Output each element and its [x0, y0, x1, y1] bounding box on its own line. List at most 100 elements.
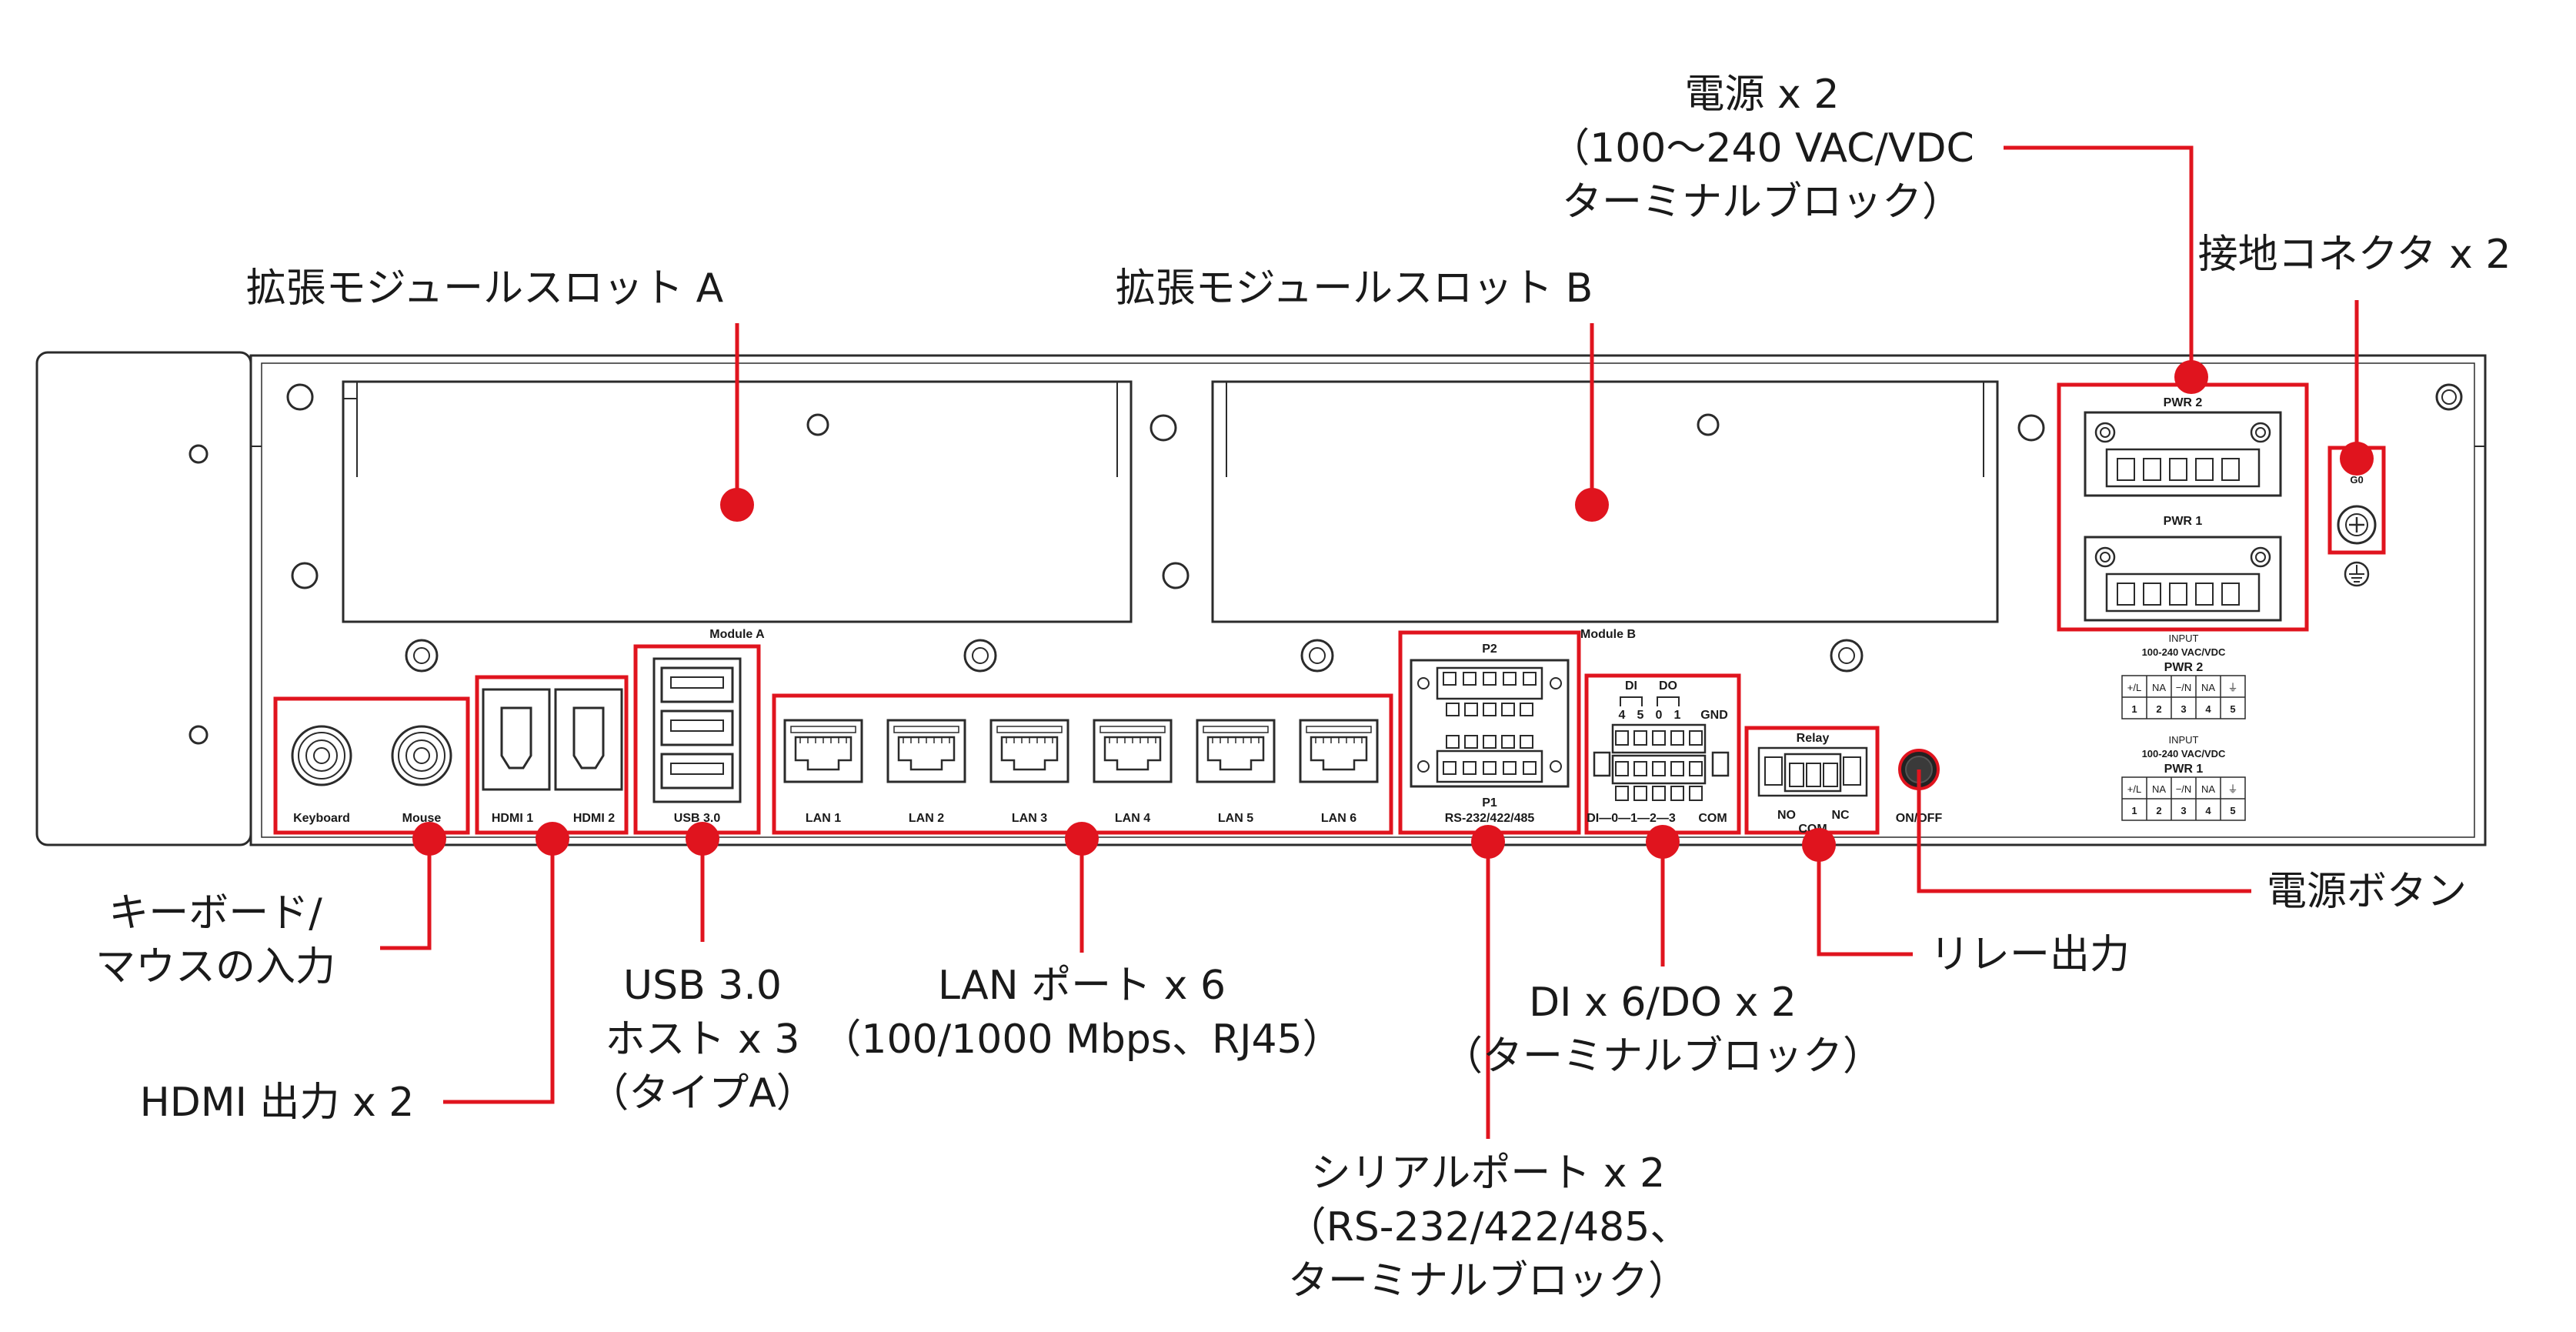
callout-usb-line1: USB 3.0	[623, 963, 782, 1009]
pwr2-pin-table: INPUT 100-240 VAC/VDC PWR 2 +/L NA −/N N…	[2121, 633, 2246, 719]
pin-label: ⏚	[2227, 682, 2237, 693]
gnd-label: GND	[1700, 709, 1728, 722]
marker-dots	[412, 360, 2374, 862]
pwr1-input-label: INPUT	[2169, 734, 2199, 746]
serial-ports: P2 P1 RS-232/422/485	[1398, 630, 1581, 835]
usb-port-1	[660, 666, 734, 703]
mouse-port	[391, 725, 452, 786]
lan-port-2	[886, 719, 966, 783]
callout-hdmi: HDMI 出力 x 2	[140, 1080, 415, 1126]
pin-label: −/N	[2176, 783, 2192, 795]
hdmi-ports: HDMI 1 HDMI 2	[475, 675, 629, 835]
callout-dio-line2: （ターミナルブロック）	[1443, 1033, 1883, 1080]
relay-nc-label: NC	[1831, 809, 1850, 822]
panel-screw	[2017, 414, 2045, 442]
panel-screw	[2435, 383, 2463, 411]
pwr1-table-title: PWR 1	[2164, 763, 2204, 776]
lan-3-label: LAN 3	[1012, 812, 1047, 825]
pin-number: 3	[2181, 703, 2186, 715]
do-label: DO	[1659, 679, 1677, 693]
di-0-3-label: DI—0—1—2—3	[1587, 812, 1676, 825]
front-panel	[249, 354, 2487, 846]
callout-slot-b: 拡張モジュールスロット B	[1116, 265, 1593, 312]
com-label: COM	[1698, 812, 1727, 825]
standoffs	[405, 639, 1864, 673]
lan-ports: LAN 1 LAN 2 LAN 3 LAN 4 LAN 5 LAN 6	[772, 693, 1393, 835]
callout-serial-line2: （RS-232/422/485、	[1286, 1204, 1690, 1250]
p2-label: P2	[1482, 643, 1497, 656]
pin-number: 5	[2230, 805, 2235, 816]
callout-lan-line2: （100/1000 Mbps、RJ45）	[821, 1017, 1342, 1063]
rack-ear	[35, 351, 252, 846]
dio-terminal-top	[1611, 723, 1707, 754]
usb-port-2	[660, 709, 734, 746]
lan-port-3	[989, 719, 1069, 783]
keyboard-label: Keyboard	[293, 812, 350, 825]
ear-screw-hole	[189, 444, 209, 464]
lan-port-6	[1299, 719, 1379, 783]
panel-screw	[1162, 562, 1190, 589]
relay-label: Relay	[1797, 732, 1830, 745]
pwr1-terminal	[2084, 536, 2282, 622]
callout-kbd-line1: キーボード/	[108, 890, 322, 936]
pin-number: 2	[2156, 703, 2161, 715]
panel-screw	[286, 383, 314, 411]
usb-label: USB 3.0	[674, 812, 721, 825]
callout-slot-a: 拡張モジュールスロット A	[246, 265, 724, 312]
usb-ports: USB 3.0	[633, 644, 761, 835]
pwr2-input-label: INPUT	[2169, 633, 2199, 644]
pwr2-terminal	[2084, 411, 2282, 497]
pin-number: 4	[2205, 805, 2211, 816]
pin-label: +/L	[2127, 682, 2141, 693]
lan-5-label: LAN 5	[1218, 812, 1253, 825]
callout-serial-line3: ターミナルブロック）	[1288, 1258, 1688, 1304]
chassis	[35, 351, 2487, 846]
dio-block: DI DO 4 5 0 1 GND DI—0—1—2—3 COM	[1584, 673, 1741, 835]
pin-number: 1	[2131, 805, 2137, 816]
di-label: DI	[1625, 679, 1637, 693]
callout-power-line1: 電源 x 2	[1685, 72, 1840, 118]
pin-number: 1	[2131, 703, 2137, 715]
callout-power-line3: ターミナルブロック）	[1562, 179, 1962, 225]
ear-screw-hole	[189, 725, 209, 745]
lan-1-label: LAN 1	[806, 812, 841, 825]
hdmi-2-port	[572, 706, 605, 769]
lan-port-5	[1196, 719, 1276, 783]
expansion-slot-b: Module B	[1211, 380, 1999, 641]
callout-relay: リレー出力	[1930, 932, 2130, 978]
panel-screw	[1150, 414, 1177, 442]
pin-label: NA	[2201, 783, 2215, 795]
callout-power-button: 電源ボタン	[2267, 869, 2467, 915]
pwr1-pin-table: INPUT 100-240 VAC/VDC PWR 1 +/L NA −/N N…	[2121, 734, 2246, 821]
module-a-label: Module A	[709, 628, 765, 641]
dio-terminal-bottom	[1611, 754, 1707, 801]
pin-label: NA	[2201, 682, 2215, 693]
lan-port-4	[1093, 719, 1173, 783]
ground-symbol-icon	[2344, 561, 2370, 587]
lan-4-label: LAN 4	[1115, 812, 1150, 825]
pwr2-table-title: PWR 2	[2164, 661, 2204, 674]
pin-label: +/L	[2127, 783, 2141, 795]
callout-power-line2: （100〜240 VAC/VDC	[1550, 125, 1974, 172]
callout-lan-line1: LAN ポート x 6	[938, 963, 1226, 1009]
serial-p1-terminal	[1417, 735, 1562, 783]
pwr1-rating-label: 100-240 VAC/VDC	[2142, 748, 2226, 759]
pin-number: 3	[2181, 805, 2186, 816]
callout-usb-line3: （タイプA）	[589, 1070, 816, 1117]
pin-label: NA	[2152, 783, 2166, 795]
ps2-ports: Keyboard Mouse	[273, 696, 470, 835]
power-inputs: PWR 2 PWR 1	[2057, 382, 2309, 632]
pwr2-label: PWR 2	[2164, 396, 2203, 409]
pin-number: 5	[2230, 703, 2235, 715]
relay-output: Relay NO NC COM	[1744, 726, 1880, 836]
module-b-label: Module B	[1580, 628, 1636, 641]
g0-label: G0	[2350, 474, 2363, 486]
do-1-label: 1	[1674, 709, 1681, 722]
pin-label: NA	[2152, 682, 2166, 693]
lan-port-1	[783, 719, 863, 783]
callout-kbd-line2: マウスの入力	[95, 944, 335, 990]
pin-number: 2	[2156, 805, 2161, 816]
p1-label: P1	[1482, 796, 1497, 810]
serial-p2-terminal	[1417, 666, 1562, 716]
